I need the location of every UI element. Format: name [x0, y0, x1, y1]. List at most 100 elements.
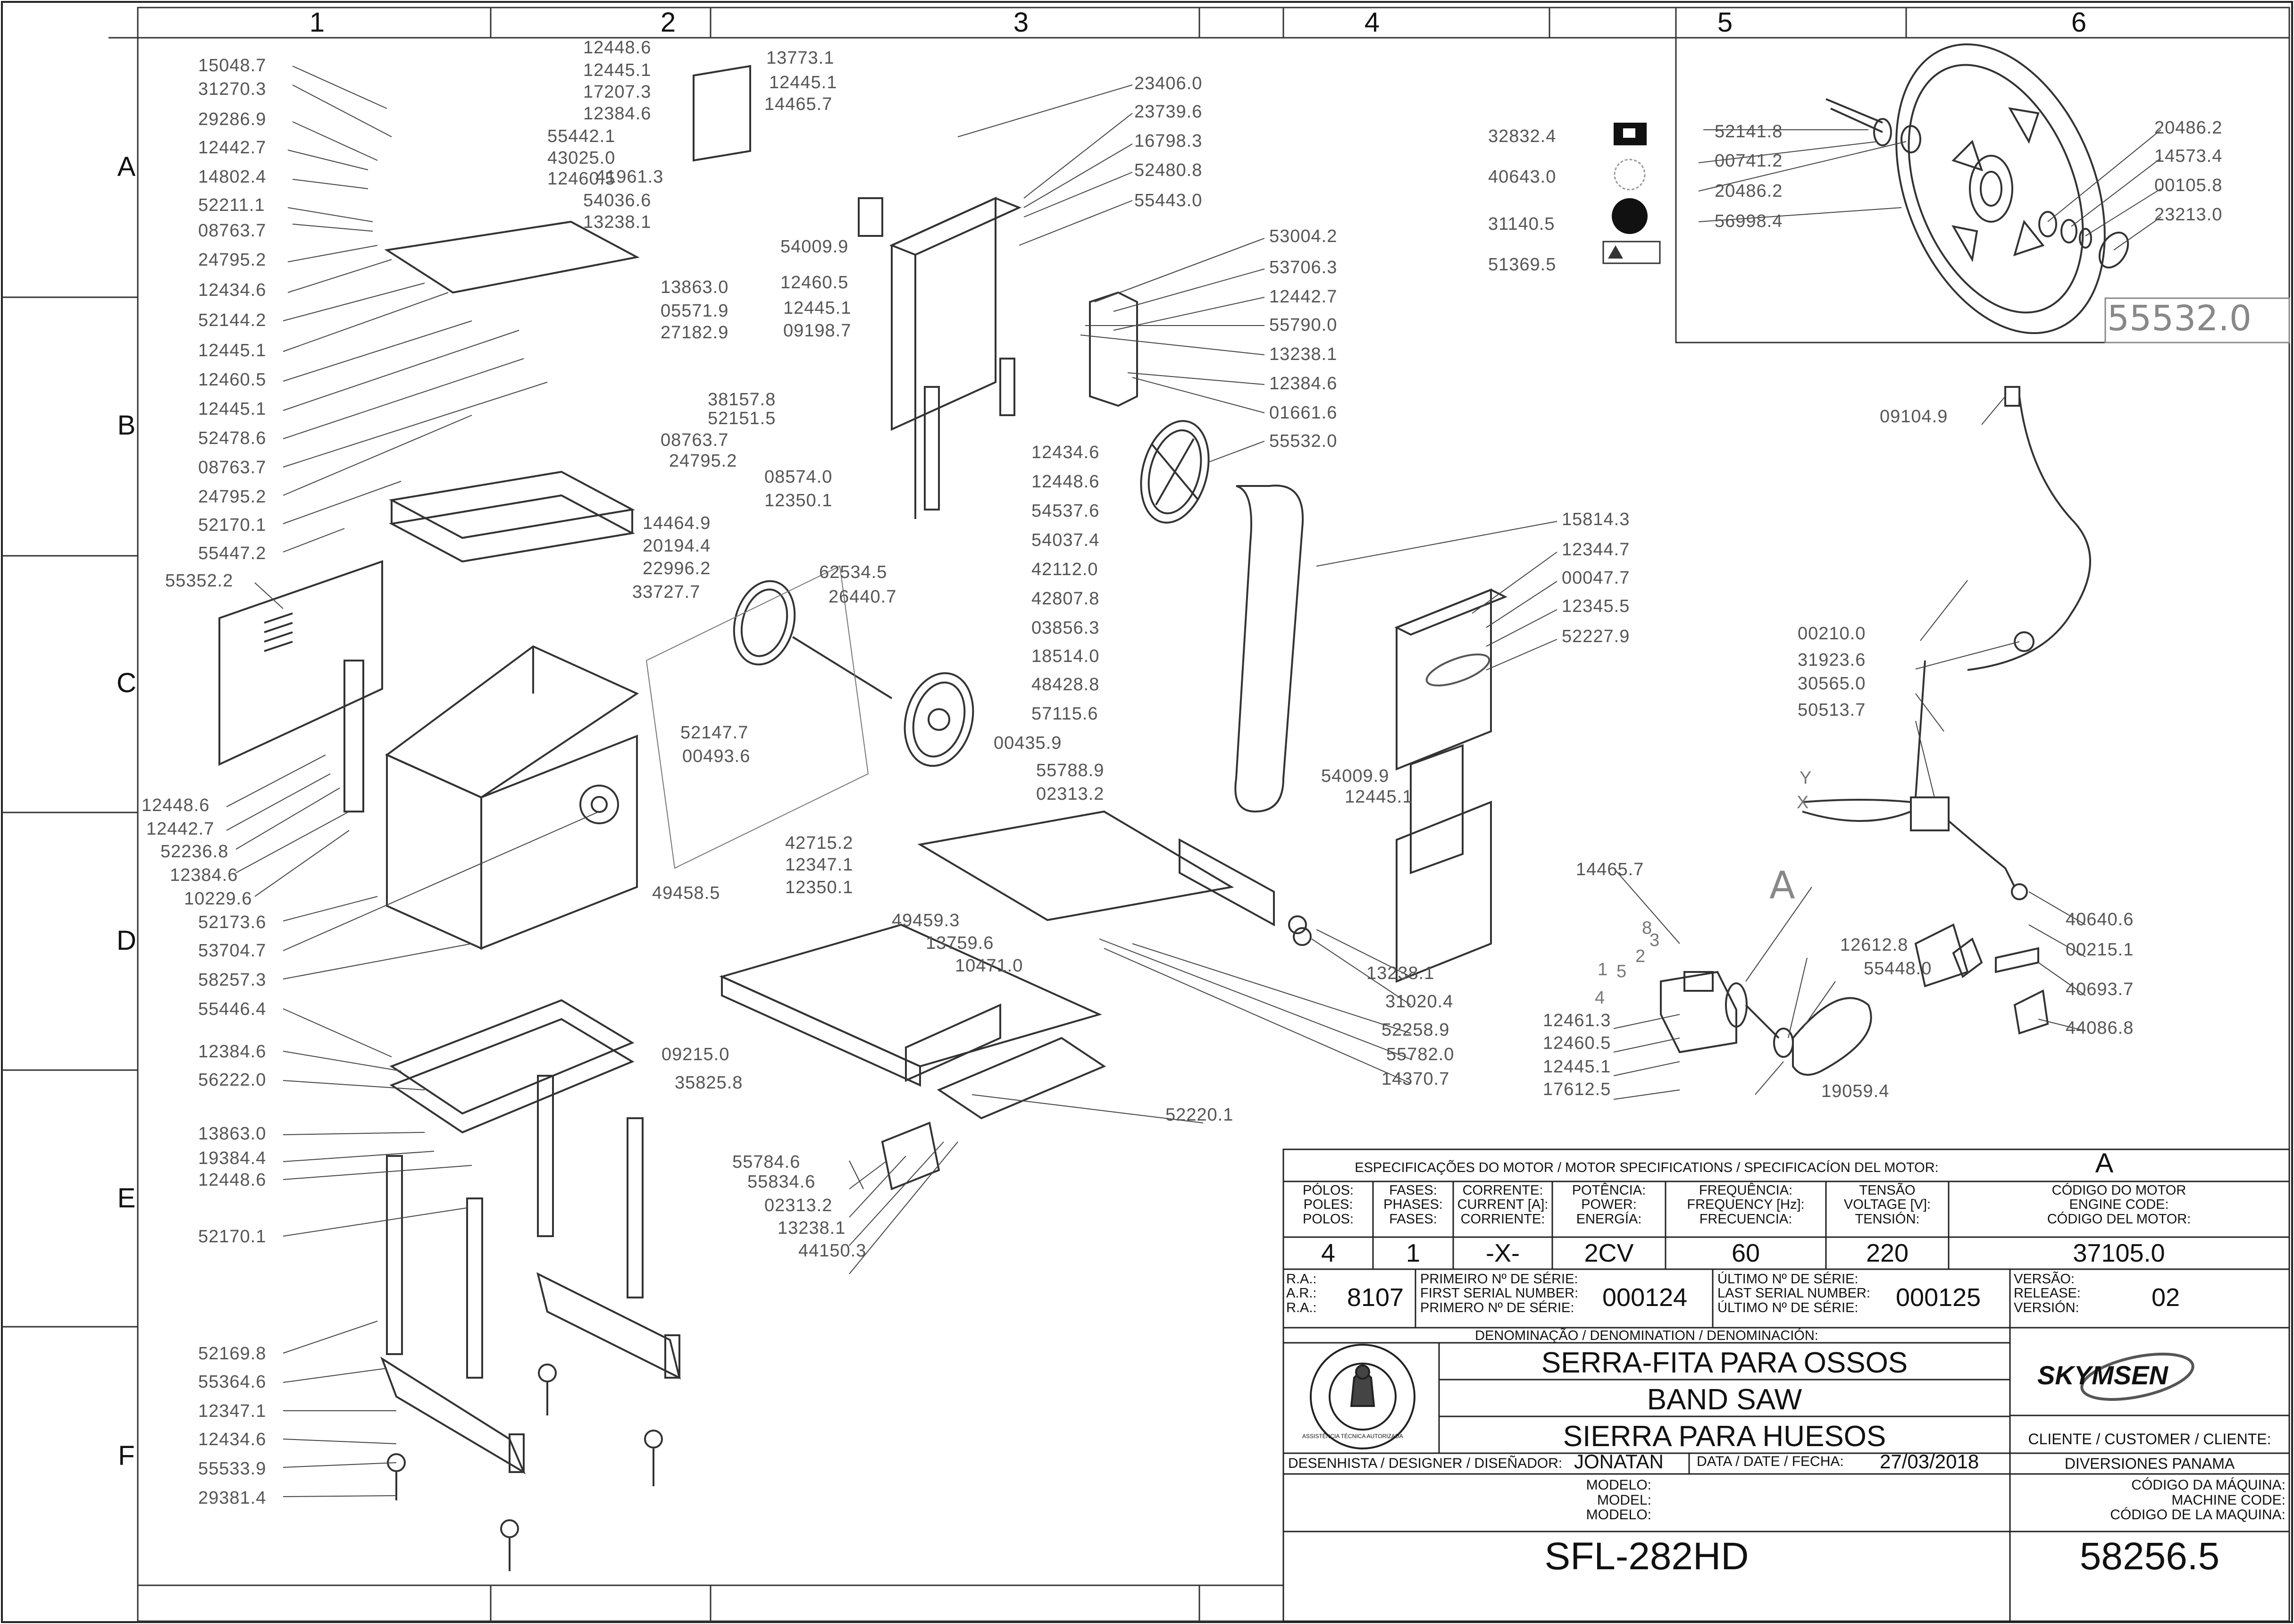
part-number-label: 54036.6 — [583, 191, 652, 210]
part-number-label: 12350.1 — [764, 491, 833, 511]
part-number-label: 12442.7 — [198, 138, 267, 158]
part-number-label: 00105.8 — [2154, 176, 2223, 195]
part-number-label: 42715.2 — [785, 833, 854, 853]
part-number-label: 53704.7 — [198, 941, 267, 961]
part-number-label: 19384.4 — [198, 1148, 267, 1168]
part-number-label: 14465.7 — [764, 94, 833, 114]
part-number-label: 12347.1 — [198, 1401, 267, 1421]
part-number-label: 48428.8 — [1031, 675, 1100, 695]
spec-value: 1 — [1406, 1239, 1421, 1267]
grid-row-f: F — [118, 1440, 135, 1471]
part-number-label: 14464.9 — [643, 513, 711, 533]
skymsen-logo — [1425, 653, 2194, 1401]
date-label: DATA / DATE / FECHA: — [1697, 1454, 1844, 1469]
part-number-label: 55788.9 — [1036, 761, 1105, 780]
model-label: MODELO: MODEL: MODELO: — [1586, 1477, 1651, 1523]
part-number-label: 52170.1 — [198, 1227, 267, 1247]
spec-value: 2CV — [1584, 1239, 1634, 1267]
part-number-label: 57115.6 — [1031, 704, 1098, 724]
authorized-service-seal — [1310, 1344, 1415, 1449]
part-number-label: 29381.4 — [198, 1488, 267, 1508]
spec-value: 60 — [1731, 1239, 1760, 1267]
part-number-label: 18514.0 — [1031, 646, 1100, 666]
part-number-label: 10229.6 — [184, 889, 252, 909]
spec-label: CÓDIGO DO MOTOR ENGINE CODE: CÓDIGO DEL … — [2047, 1183, 2191, 1227]
part-number-label: 58257.3 — [198, 970, 267, 990]
part-number-label: 12460.5 — [780, 273, 849, 293]
first-serial-value: 000124 — [1602, 1283, 1688, 1312]
part-number-label: 51369.5 — [1488, 255, 1557, 275]
machine-frame-drawing — [218, 220, 681, 1571]
part-number-label: 24795.2 — [198, 250, 267, 270]
part-number-label: 35825.8 — [675, 1073, 743, 1093]
ra-label: R.A.: A.R.: R.A.: — [1286, 1272, 1317, 1315]
name-es: SIERRA PARA HUESOS — [1563, 1420, 1886, 1453]
part-number-label: 52151.5 — [708, 409, 776, 428]
grid-row-c: C — [117, 668, 136, 698]
part-number-label: 12442.7 — [1269, 287, 1338, 307]
part-number-label: 00435.9 — [994, 733, 1062, 753]
part-number-label: 55782.0 — [1386, 1045, 1455, 1064]
leader-lines — [226, 66, 2161, 1497]
date-value: 27/03/2018 — [1880, 1450, 1979, 1473]
part-number-label: 08763.7 — [661, 430, 729, 450]
part-number-label: 24795.2 — [669, 451, 737, 471]
grid-col-1: 1 — [309, 7, 325, 38]
last-serial-label: ÚLTIMO Nº DE SÉRIE: LAST SERIAL NUMBER: … — [1717, 1272, 1870, 1315]
wire-label: 5 — [1616, 962, 1627, 981]
part-number-label: 12442.7 — [146, 819, 215, 839]
part-number-label: 55447.2 — [198, 544, 267, 563]
grid-col-6: 6 — [2071, 7, 2087, 38]
motor-spec-letter: A — [2095, 1148, 2114, 1179]
part-number-label: 14573.4 — [2154, 146, 2223, 166]
part-number-label: 52258.9 — [1381, 1020, 1450, 1040]
part-number-label: 43025.0 — [547, 148, 616, 168]
part-number-label: 52169.8 — [198, 1344, 267, 1364]
inner-border — [137, 7, 2290, 1622]
detail-letter: A — [1769, 863, 1795, 907]
large-pulley-drawing — [1825, 43, 2129, 335]
part-number-label: 55784.6 — [732, 1152, 801, 1172]
part-number-label: 12434.6 — [198, 280, 267, 300]
part-number-label: 40643.0 — [1488, 167, 1557, 187]
part-number-label: 17207.3 — [583, 82, 652, 102]
grid-col-5: 5 — [1717, 7, 1733, 38]
part-number-label: 50513.7 — [1798, 700, 1866, 720]
part-number-label: 53706.3 — [1269, 258, 1338, 277]
part-number-label: 56998.4 — [1715, 211, 1783, 231]
part-number-label: 12350.1 — [785, 878, 854, 897]
part-number-label: 13863.0 — [198, 1124, 267, 1144]
part-number-label: 14465.7 — [1576, 860, 1644, 879]
part-number-label: 20194.4 — [643, 536, 711, 556]
spec-label: FREQUÊNCIA: FREQUENCY [Hz]: FRECUENCIA: — [1687, 1183, 1805, 1227]
part-number-label: 54037.4 — [1031, 530, 1100, 550]
spec-label: PÓLOS: POLES: POLOS: — [1303, 1183, 1354, 1227]
client-label: CLIENTE / CUSTOMER / CLIENTE: — [2028, 1431, 2271, 1448]
part-number-label: 02313.2 — [1036, 784, 1105, 804]
name-en: BAND SAW — [1647, 1383, 1802, 1416]
part-number-label: 49458.5 — [652, 883, 720, 903]
part-number-label: 12384.6 — [198, 1042, 267, 1062]
part-number-label: 00493.6 — [682, 746, 751, 766]
part-number-label: 14370.7 — [1381, 1069, 1450, 1089]
part-number-label: 52147.7 — [680, 723, 749, 743]
grid-col-4: 4 — [1364, 7, 1380, 38]
part-number-label: 31020.4 — [1385, 992, 1454, 1012]
part-number-label: 12384.6 — [170, 865, 238, 885]
part-number-label: 12384.6 — [583, 104, 652, 124]
part-number-label: 16798.3 — [1134, 131, 1203, 151]
name-pt: SERRA-FITA PARA OSSOS — [1541, 1347, 1908, 1379]
part-number-label: 12460.5 — [1543, 1033, 1611, 1053]
part-number-label: 30565.0 — [1798, 674, 1866, 694]
part-number-label: 13238.1 — [1269, 344, 1338, 364]
title-block-grid — [1282, 1148, 2290, 1622]
part-number-label: 52141.8 — [1715, 122, 1783, 142]
part-number-label: 32832.4 — [1488, 126, 1557, 146]
part-number-label: 27182.9 — [661, 323, 729, 343]
part-number-label: 42807.8 — [1031, 589, 1100, 609]
designer-label: DESENHISTA / DESIGNER / DISEÑADOR: — [1288, 1456, 1563, 1471]
part-number-label: 00741.2 — [1715, 151, 1783, 171]
part-number-label: 62534.5 — [819, 562, 887, 582]
part-number-label: 56222.0 — [198, 1070, 267, 1090]
part-number-label: 55448.0 — [1864, 959, 1932, 979]
